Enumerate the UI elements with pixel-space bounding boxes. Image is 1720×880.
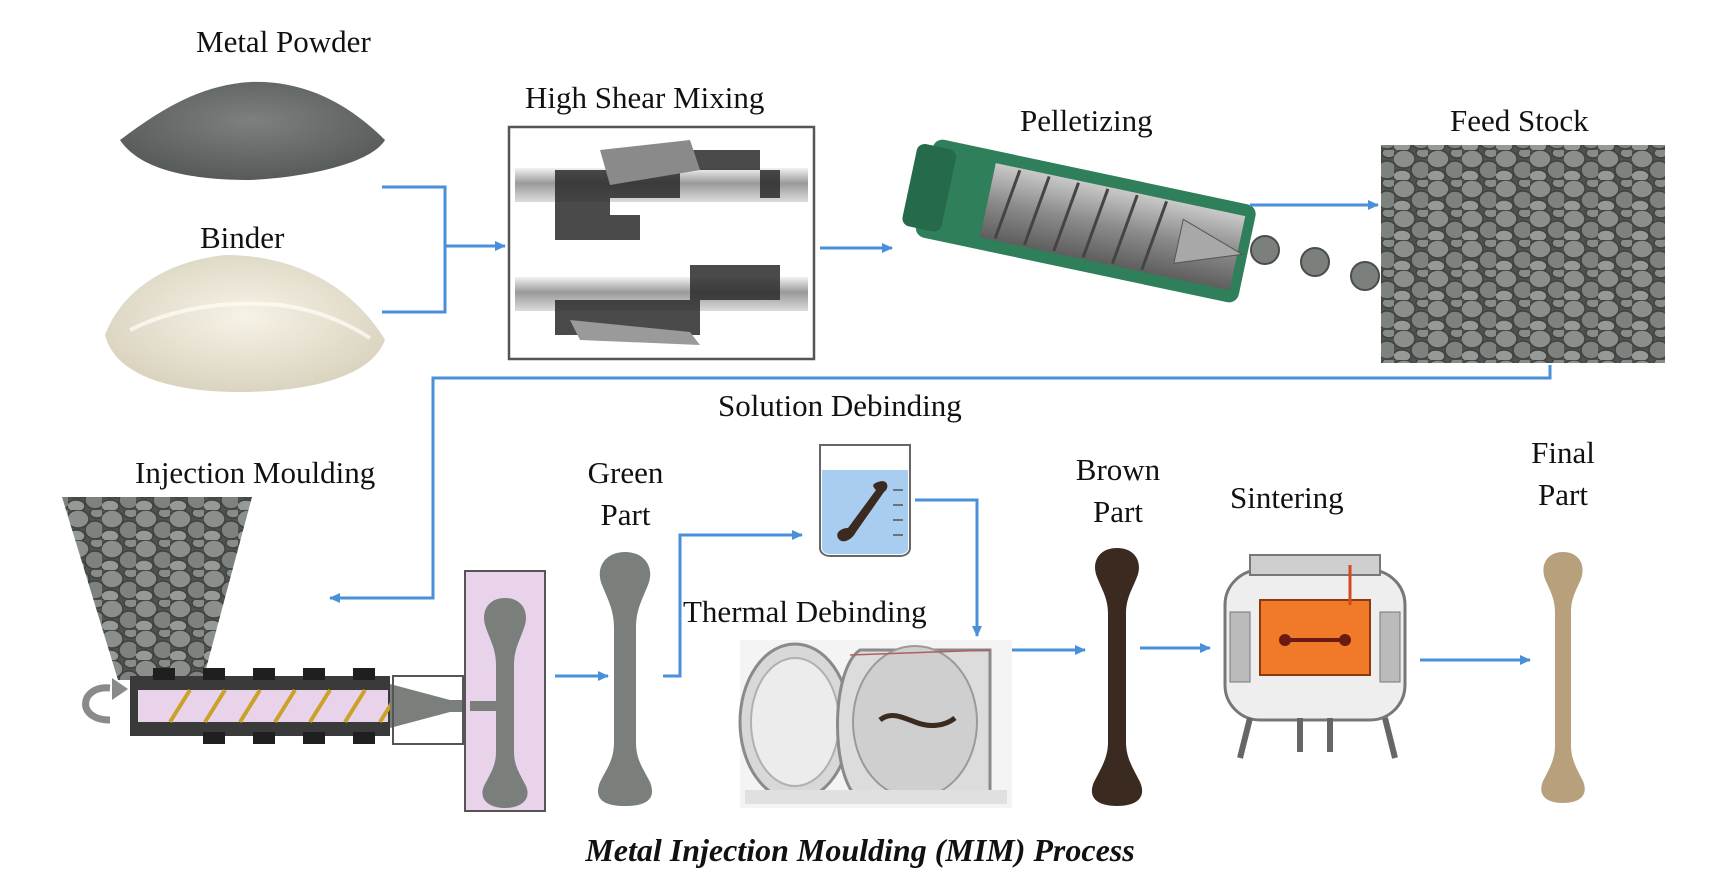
label-green-part-line2: Part <box>600 497 651 532</box>
label-binder: Binder <box>200 220 285 255</box>
pelletizer <box>902 139 1380 303</box>
label-pelletizing: Pelletizing <box>1020 103 1153 138</box>
metal-powder-pile <box>120 81 385 180</box>
mould-cavity <box>464 570 546 812</box>
label-solution-debinding: Solution Debinding <box>718 388 962 423</box>
solution-debinding-beaker <box>819 444 911 557</box>
label-brown-part: Brown Part <box>1066 452 1170 530</box>
arrow-feedstock-to-injection <box>329 365 1552 603</box>
diagram-title: Metal Injection Moulding (MIM) Process <box>585 832 1135 868</box>
label-metal-powder: Metal Powder <box>196 24 371 59</box>
label-sintering: Sintering <box>1230 480 1344 515</box>
high-shear-mixer <box>507 125 816 361</box>
final-part <box>1541 552 1585 803</box>
label-final-part-line1: Final <box>1531 435 1595 470</box>
feed-stock-pellets <box>1381 145 1665 363</box>
arrow-solution-down <box>915 498 982 637</box>
label-final-part-line2: Part <box>1538 477 1588 512</box>
label-brown-part-line1: Brown <box>1075 452 1161 487</box>
label-high-shear-mixing: High Shear Mixing <box>525 80 765 115</box>
label-green-part: Green Part <box>578 455 673 533</box>
label-green-part-line1: Green <box>587 455 664 490</box>
sintering-furnace <box>1223 554 1407 759</box>
label-feed-stock: Feed Stock <box>1450 103 1589 138</box>
arrow-green-split <box>663 530 803 678</box>
binder-pile <box>105 255 385 392</box>
thermal-debinding-furnace <box>738 640 1012 808</box>
merge-arrow <box>382 185 506 314</box>
brown-part <box>1091 548 1143 806</box>
injection-moulding-machine <box>62 497 470 745</box>
label-thermal-debinding: Thermal Debinding <box>683 594 927 629</box>
rotation-arrow-icon <box>82 678 128 724</box>
label-brown-part-line2: Part <box>1093 494 1143 529</box>
label-injection-moulding: Injection Moulding <box>135 455 376 490</box>
label-final-part: Final Part <box>1518 435 1608 513</box>
green-part <box>597 552 653 806</box>
